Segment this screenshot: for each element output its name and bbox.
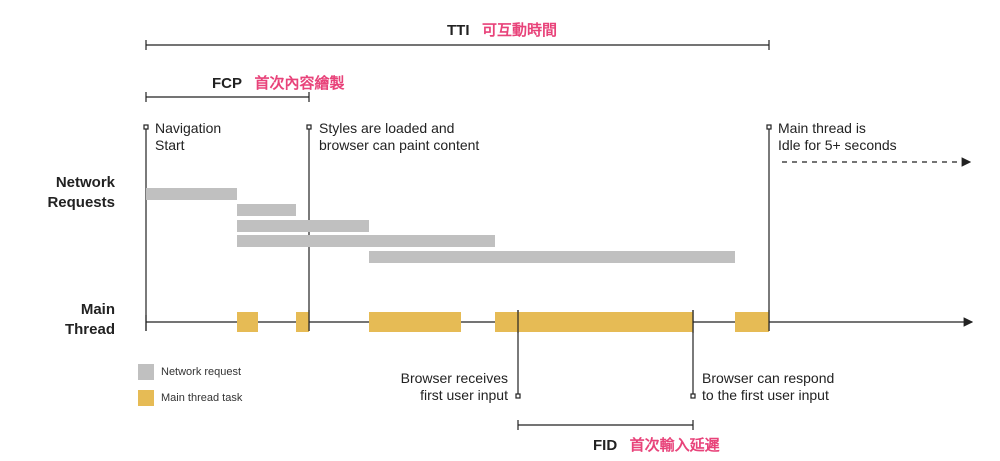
tti-abbr: TTI [447, 22, 470, 39]
network-row-label-line1: Network [55, 174, 115, 191]
fid-abbr: FID [593, 437, 618, 454]
fid-cjk-label: 首次輸入延遲 [629, 437, 720, 454]
browser-can-respond-note: Browser can respond to the first user in… [702, 370, 834, 404]
main-thread-task [735, 312, 769, 332]
respond-handle [690, 393, 696, 399]
main-thread-task [237, 312, 258, 332]
legend: Network request Main thread task [138, 364, 268, 408]
idle-note-line2: Idle for 5+ seconds [778, 137, 897, 153]
tti-label: TTI 可互動時間 [447, 19, 557, 40]
tti-cjk-label: 可互動時間 [481, 22, 557, 39]
network-request-bar [237, 220, 369, 232]
main-thread-idle-note: Main thread is Idle for 5+ seconds [778, 120, 897, 154]
receives-note-line2: first user input [420, 387, 508, 403]
network-request-bar [146, 188, 237, 200]
legend-task-swatch [138, 390, 154, 406]
browser-receives-input-note: Browser receives first user input [401, 370, 508, 404]
respond-note-line1: Browser can respond [702, 370, 835, 386]
tti-bracket [145, 40, 770, 50]
tti-marker-handle [766, 124, 772, 130]
main-row-label-line2: Thread [64, 321, 115, 338]
fcp-bracket [145, 92, 310, 102]
fcp-abbr: FCP [212, 75, 242, 92]
legend-network-swatch [138, 364, 154, 380]
legend-network-label: Network request [161, 366, 242, 378]
styles-note-line1: Styles are loaded and [319, 120, 455, 136]
network-row-label-line2: Requests [47, 194, 115, 211]
styles-note-line2: browser can paint content [319, 137, 480, 153]
main-thread-task [369, 312, 461, 332]
main-thread-tasks [237, 312, 769, 332]
main-thread-row-label: Main Thread [65, 300, 115, 340]
network-request-bar [237, 235, 495, 247]
fcp-marker-handle [306, 124, 312, 130]
receives-note-line1: Browser receives [400, 370, 508, 386]
navigation-note-line1: Navigation [155, 120, 222, 136]
network-request-bar [237, 204, 296, 216]
navigation-start-note: Navigation Start [155, 120, 221, 154]
styles-loaded-note: Styles are loaded and browser can paint … [319, 120, 479, 154]
main-thread-task [296, 312, 309, 332]
fid-bracket [517, 420, 694, 430]
navigation-start-handle [143, 124, 149, 130]
fid-label: FID 首次輸入延遲 [593, 434, 720, 455]
network-requests [146, 188, 735, 263]
legend-task-label: Main thread task [161, 392, 243, 404]
fcp-label: FCP 首次內容繪製 [212, 72, 344, 93]
respond-note-line2: to the first user input [702, 387, 829, 403]
main-row-label-line1: Main [80, 301, 115, 318]
main-thread-task [495, 312, 693, 332]
network-request-bar [369, 251, 735, 263]
network-requests-row-label: Network Requests [47, 173, 115, 213]
fcp-cjk-label: 首次內容繪製 [254, 75, 345, 92]
idle-note-line1: Main thread is [778, 120, 866, 136]
navigation-note-line2: Start [155, 137, 185, 153]
first-input-handle [515, 393, 521, 399]
